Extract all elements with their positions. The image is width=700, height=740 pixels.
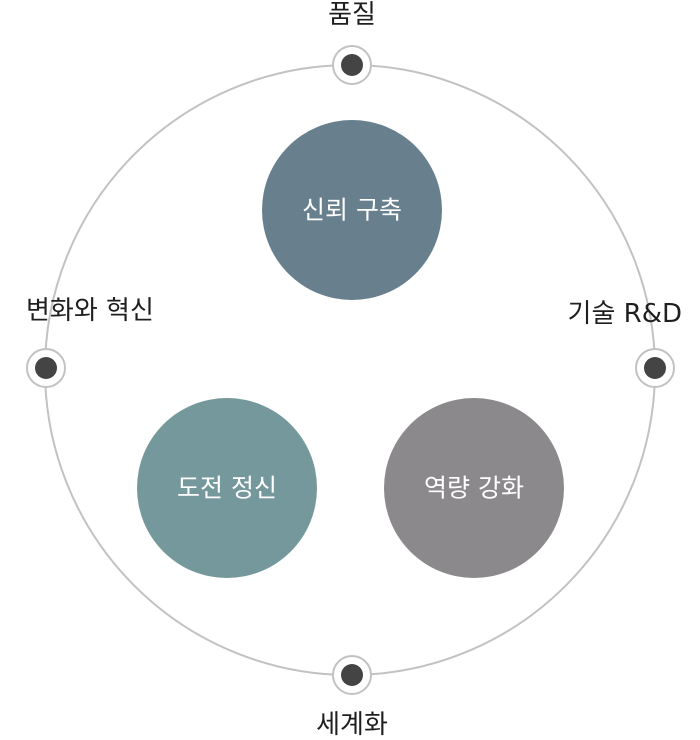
circle-competency bbox=[384, 398, 564, 578]
circle-trust-label: 신뢰 구축 bbox=[302, 195, 402, 225]
node-bottom bbox=[332, 655, 372, 695]
circle-challenge-label: 도전 정신 bbox=[177, 473, 277, 503]
node-top bbox=[332, 45, 372, 85]
label-globalization: 세계화 bbox=[316, 710, 388, 740]
label-change-innovation: 변화와 혁신 bbox=[26, 296, 154, 326]
node-bottom-dot bbox=[341, 664, 363, 686]
node-right-dot bbox=[644, 357, 666, 379]
node-left-dot bbox=[35, 357, 57, 379]
label-tech-rnd: 기술 R&D bbox=[567, 299, 682, 329]
circle-trust bbox=[262, 120, 442, 300]
label-quality: 품질 bbox=[328, 0, 376, 30]
circle-competency-label: 역량 강화 bbox=[424, 473, 524, 503]
node-top-dot bbox=[341, 54, 363, 76]
node-right bbox=[635, 348, 675, 388]
node-left bbox=[26, 348, 66, 388]
circle-challenge bbox=[137, 398, 317, 578]
